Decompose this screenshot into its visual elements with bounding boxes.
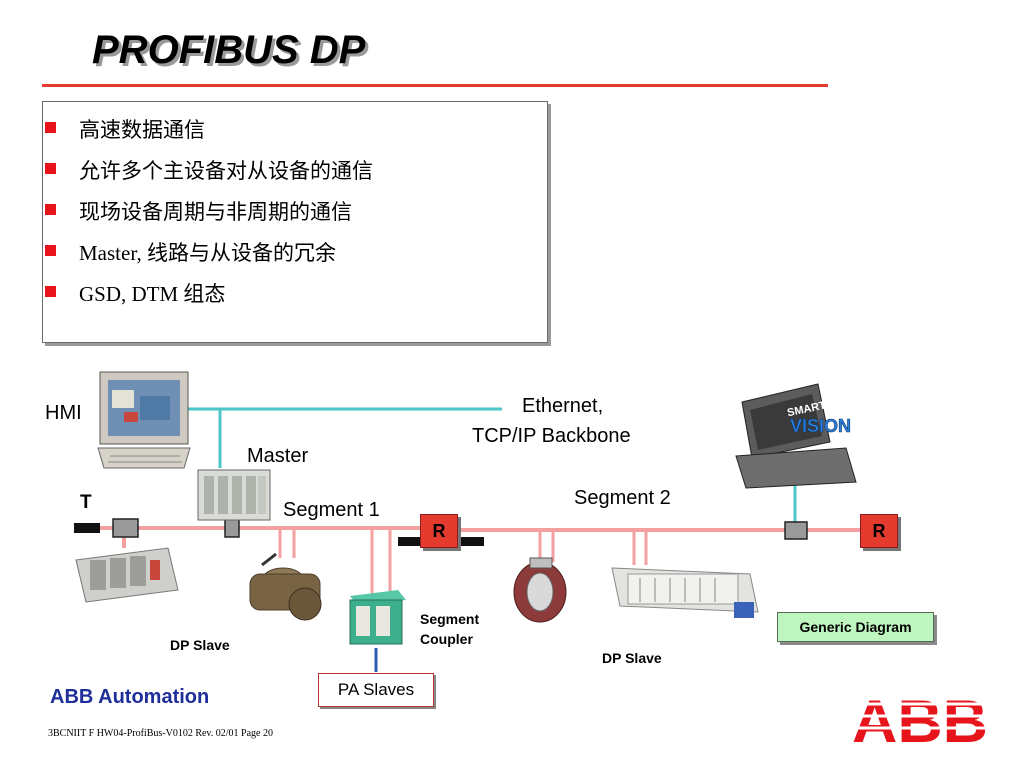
ethernet-label-line2: TCP/IP Backbone [472,425,631,447]
bullet-item-1: 高速数据通信 [45,114,205,144]
bullet-item-2: 允许多个主设备对从设备的通信 [45,155,373,185]
bullet-item-3: 现场设备周期与非周期的通信 [45,196,352,226]
title-underline [42,84,828,87]
master-connector-icon [224,518,240,538]
brand-name: ABB Automation [50,686,210,708]
segment-coupler-icon [349,590,406,645]
page-title: PROFIBUS DP [92,28,366,72]
svg-text:ABB: ABB [852,688,988,755]
repeater-left-connector-icon [398,537,420,546]
bullet-square-icon [45,163,56,174]
segment-1-label: Segment 1 [283,499,380,521]
feature-list-box: 高速数据通信 允许多个主设备对从设备的通信 现场设备周期与非周期的通信 Mast… [42,101,548,343]
ethernet-backbone [186,407,502,468]
terminator-bar-icon [74,523,100,533]
bullet-square-icon [45,204,56,215]
ethernet-label-line1: Ethernet, [522,395,604,417]
smart-vision-logo-line2: VISION [790,416,851,436]
bullet-square-icon [45,245,56,256]
segment-coupler-label-line1: Segment [420,611,480,627]
repeater-right-connector-icon [456,537,484,546]
bus-connector-icon [112,518,139,538]
terminator-label: T [80,492,92,513]
bullet-item-5: GSD, DTM 组态 [45,278,225,308]
dp-slave-rack-left-icon [75,547,179,603]
slide-footer: 3BCNIIT F HW04-ProfiBus-V0102 Rev. 02/01… [48,728,273,739]
hmi-computer-icon [97,371,191,469]
generic-diagram-badge: Generic Diagram [777,612,934,642]
master-plc-icon [197,469,271,521]
repeater-segment-2: R [860,514,898,548]
master-label: Master [247,445,309,467]
flow-meter-icon [513,557,567,623]
bullet-square-icon [45,286,56,297]
hmi-label: HMI [45,402,82,424]
bullet-item-4: Master, 线路与从设备的冗余 [45,237,336,267]
bullet-square-icon [45,122,56,133]
valve-actuator-icon [249,552,322,621]
dp-slave-rack-right-icon [611,567,759,618]
dp-slave-right-label: DP Slave [602,650,662,666]
smartvision-connector-icon [784,521,808,540]
smart-vision-computer-icon: SMART VISION [735,383,857,489]
repeater-segment-1: R [420,514,458,548]
dp-slave-left-label: DP Slave [170,637,230,653]
abb-logo: ABB [852,688,990,755]
segment-2-label: Segment 2 [574,487,671,509]
pa-slaves-box: PA Slaves [318,673,434,707]
segment-coupler-label-line2: Coupler [420,631,473,647]
